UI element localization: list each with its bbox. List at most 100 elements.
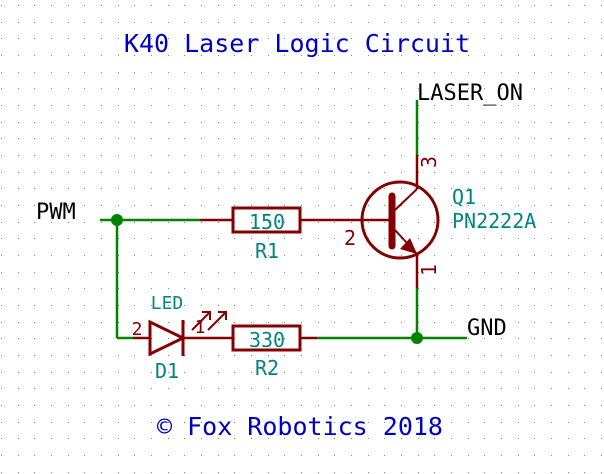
grid-dot [284,305,285,306]
grid-dot [68,255,69,256]
q1-pin-emitter: 1 [417,264,441,276]
grid-dot [334,305,335,306]
net-label-pwm[interactable]: PWM [36,200,76,225]
resistor-r1[interactable]: 150 R1 [200,206,367,263]
grid-dot [218,438,219,439]
grid-dot [534,372,535,373]
grid-dot [351,388,352,389]
grid-dot [151,422,152,423]
grid-dot [501,222,502,223]
grid-dot [284,438,285,439]
grid-dot [18,472,19,473]
grid-dot [418,205,419,206]
grid-dot [118,455,119,456]
grid-dot [351,122,352,123]
grid-dot [351,72,352,73]
grid-dot [518,472,519,473]
grid-dot [51,422,52,423]
grid-dot [218,105,219,106]
net-label-gnd[interactable]: GND [467,316,507,341]
grid-dot [601,288,602,289]
grid-dot [284,388,285,389]
grid-dot [318,372,319,373]
grid-dot [218,38,219,39]
grid-dot [18,322,19,323]
grid-dot [68,472,69,473]
grid-dot [101,305,102,306]
grid-dot [534,22,535,23]
grid-dot [234,422,235,423]
grid-dot [568,288,569,289]
grid-dot [184,38,185,39]
grid-dot [284,355,285,356]
grid-dot [84,388,85,389]
resistor-r2[interactable]: 330 R2 [200,324,317,380]
grid-dot [351,472,352,473]
grid-dot [168,288,169,289]
grid-dot [518,355,519,356]
grid-dot [468,238,469,239]
grid-dot [501,38,502,39]
grid-dot [434,388,435,389]
grid-dot [268,422,269,423]
grid-dot [284,5,285,6]
grid-dot [234,372,235,373]
grid-dot [534,122,535,123]
grid-dot [18,438,19,439]
grid-dot [18,272,19,273]
grid-dot [18,338,19,339]
led-d1[interactable]: 2 1 LED D1 [132,293,227,383]
grid-dot [101,338,102,339]
grid-dot [234,172,235,173]
grid-dot [218,472,219,473]
grid-dot [318,205,319,206]
grid-dot [84,172,85,173]
d1-triangle [148,319,187,357]
grid-dot [434,22,435,23]
grid-dot [384,472,385,473]
grid-dot [268,405,269,406]
grid-dot [484,455,485,456]
grid-dot [451,138,452,139]
grid-dot [501,238,502,239]
grid-dot [534,305,535,306]
grid-dot [534,272,535,273]
transistor-q1[interactable]: 2 3 1 Q1 PN2222A [344,155,536,288]
grid-dot [351,372,352,373]
grid-dot [568,405,569,406]
net-label-laser-on[interactable]: LASER_ON [417,81,523,106]
r1-value: 150 [249,210,285,234]
grid-dot [251,222,252,223]
grid-dot [401,188,402,189]
grid-dot [334,138,335,139]
grid-dot [251,138,252,139]
grid-dot [601,38,602,39]
grid-dot [18,405,19,406]
grid-dot [334,38,335,39]
grid-dot [234,272,235,273]
grid-dot [184,88,185,89]
grid-dot [218,88,219,89]
grid-dot [568,205,569,206]
grid-dot [101,238,102,239]
grid-dot [401,55,402,56]
grid-dot [334,172,335,173]
grid-dot [301,5,302,6]
grid-dot [451,405,452,406]
grid-dot [418,355,419,356]
grid-dot [18,155,19,156]
grid-dot [468,122,469,123]
grid-dot [534,105,535,106]
grid-dot [568,222,569,223]
grid-dot [118,288,119,289]
grid-dot [501,188,502,189]
grid-dot [501,455,502,456]
grid-dot [268,455,269,456]
grid-dot [518,188,519,189]
grid-dot [51,405,52,406]
grid-dot [101,5,102,6]
grid-dot [401,155,402,156]
grid-dot [18,138,19,139]
grid-dot [284,322,285,323]
grid-dot [484,405,485,406]
